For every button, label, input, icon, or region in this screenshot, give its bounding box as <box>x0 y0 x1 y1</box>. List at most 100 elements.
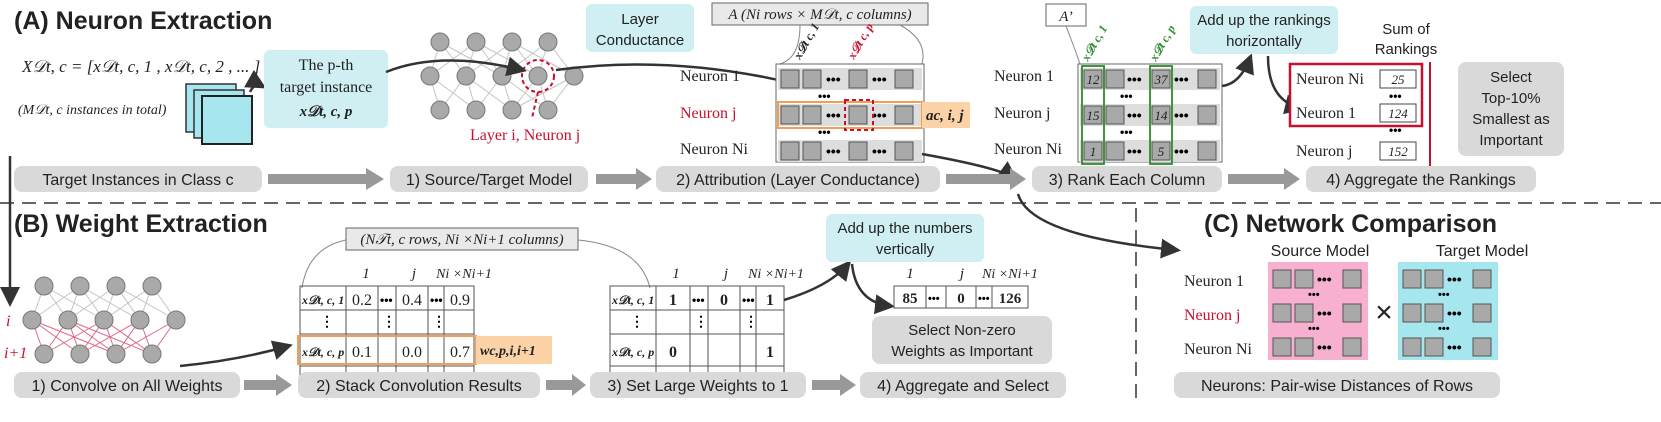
rank-matrix: •••••• •••••• •••••• •••••• <box>1077 63 1223 165</box>
arrow-add-to-sum-b <box>850 263 895 315</box>
svg-text:•••: ••• <box>1389 123 1402 137</box>
layer-i-label: i <box>6 313 10 330</box>
rank-rncp: 5 <box>1158 144 1165 159</box>
section-a-title: (A) Neuron Extraction <box>14 7 272 35</box>
svg-text:•••: ••• <box>380 293 393 307</box>
neuron-pointer <box>531 91 539 119</box>
m2-r1-cn: 1 <box>766 292 774 309</box>
rank-r1cp: 37 <box>1154 72 1169 87</box>
neural-network-icon-a <box>420 32 584 120</box>
m2-row-1-label: x𝒟t, c, 1 <box>611 293 654 307</box>
m1-col-n: Ni ×Ni+1 <box>435 267 492 282</box>
layer-conductance-line2: Conductance <box>596 32 684 49</box>
svg-text:•••: ••• <box>1174 107 1189 123</box>
sum-b-0: 85 <box>903 291 918 307</box>
svg-text:•••: ••• <box>1317 271 1332 287</box>
matrix-neuron-j: Neuron j <box>680 105 736 122</box>
add-numbers-line1: Add up the numbers <box>837 220 972 237</box>
svg-text:⋮: ⋮ <box>320 313 334 329</box>
c-neuron-1: Neuron 1 <box>1184 273 1244 290</box>
sum-row-b <box>893 285 1029 309</box>
col-label-p: x𝒟t c, p <box>844 21 876 63</box>
select-top-line1: Select <box>1490 69 1533 86</box>
add-rankings-line1: Add up the rankings <box>1197 12 1330 29</box>
m1-rp-cj: 0.0 <box>402 344 422 361</box>
m2-rp-c1: 0 <box>669 344 677 361</box>
matrix-b-caption: (N𝒯t, c rows, Ni ×Ni+1 columns) <box>360 232 563 248</box>
svg-text:•••: ••• <box>742 293 755 307</box>
sum-col-1: 1 <box>906 266 914 282</box>
step-a-2: 2) Attribution (Layer Conductance) <box>676 172 920 189</box>
rank-neuron-1: Neuron 1 <box>994 68 1054 85</box>
comparison-footer: Neurons: Pair-wise Distances of Rows <box>1201 378 1473 395</box>
svg-text:⋮: ⋮ <box>694 313 708 329</box>
m2-rp-cn: 1 <box>766 344 774 361</box>
layer-conductance-line1: Layer <box>621 11 659 28</box>
svg-text:⋮: ⋮ <box>432 313 446 329</box>
target-model-label: Target Model <box>1436 243 1529 260</box>
select-top-line2: Top-10% <box>1481 90 1540 107</box>
sum-row1-value: 25 <box>1392 72 1406 87</box>
svg-text:•••: ••• <box>1317 305 1332 321</box>
sum-b-1: 0 <box>957 291 965 307</box>
col-label-1: x𝒟t c, 1 <box>790 21 822 63</box>
svg-text:•••: ••• <box>1308 289 1320 301</box>
m1-r1-cj: 0.4 <box>402 292 422 309</box>
rank-rnc1: 1 <box>1090 144 1097 159</box>
times-symbol: × <box>1375 296 1393 329</box>
svg-text:•••: ••• <box>826 143 841 159</box>
select-top-line3: Smallest as <box>1472 111 1550 128</box>
w-label-highlight <box>476 336 552 364</box>
source-model-label: Source Model <box>1271 243 1370 260</box>
svg-text:•••: ••• <box>1127 143 1142 159</box>
svg-text:•••: ••• <box>1447 305 1462 321</box>
sum-row3-value: 152 <box>1388 144 1408 159</box>
rank-col-1: x𝒟t c, 1 <box>1078 23 1110 65</box>
svg-text:•••: ••• <box>1120 89 1133 103</box>
svg-text:•••: ••• <box>928 293 940 305</box>
sum-row2-value: 124 <box>1388 106 1408 121</box>
m2-r1-cj: 0 <box>720 292 728 309</box>
sum-rankings-line2: Rankings <box>1375 41 1438 58</box>
a-cij-highlight <box>922 102 970 128</box>
sum-row3-label: Neuron j <box>1296 143 1352 160</box>
rank-rjcp: 14 <box>1155 108 1169 123</box>
neural-network-icon-b <box>22 276 186 364</box>
select-nonzero-line1: Select Non-zero <box>908 322 1016 339</box>
matrix-neuron-1: Neuron 1 <box>680 68 740 85</box>
steps-row-b: 1) Convolve on All Weights 2) Stack Conv… <box>14 372 1066 398</box>
m1-r1-cn: 0.9 <box>450 292 470 309</box>
sum-col-j: j <box>958 266 964 282</box>
m1-row-p-label: x𝒟t, c, p <box>301 345 344 359</box>
svg-text:•••: ••• <box>1308 323 1320 335</box>
svg-text:•••: ••• <box>1174 71 1189 87</box>
matrix-a-caption-box <box>711 2 929 26</box>
svg-text:•••: ••• <box>826 107 841 123</box>
m2-col-j: j <box>722 266 728 282</box>
matrix-a: •••••• •••••• •••••• •••••• <box>775 63 925 163</box>
m1-row-1-label: x𝒟t, c, 1 <box>301 293 344 307</box>
sum-b-2: 126 <box>999 291 1022 307</box>
svg-text:•••: ••• <box>1438 289 1450 301</box>
step-b-3: 4) Aggregate and Select <box>877 378 1049 395</box>
instances-note: (M𝒟t, c instances in total) <box>18 103 167 118</box>
select-nonzero-box <box>872 316 1052 364</box>
svg-text:•••: ••• <box>978 293 990 305</box>
rank-neuron-j: Neuron j <box>994 105 1050 122</box>
steps-row-a: Target Instances in Class c 1) Source/Ta… <box>14 166 1536 192</box>
svg-text:•••: ••• <box>1317 339 1332 355</box>
target-instance-box <box>264 50 388 128</box>
svg-text:•••: ••• <box>1447 339 1462 355</box>
step-a-1: 1) Source/Target Model <box>406 172 572 189</box>
svg-text:•••: ••• <box>818 89 831 103</box>
target-box-line1: The p-th <box>299 57 354 74</box>
arrow-stack-to-target <box>244 69 267 93</box>
step-a-4: 4) Aggregate the Rankings <box>1326 172 1515 189</box>
arrow-m2-to-add <box>783 260 852 302</box>
step-a-3: 3) Rank Each Column <box>1049 172 1206 189</box>
svg-text:•••: ••• <box>1127 71 1142 87</box>
m1-rp-cn: 0.7 <box>450 344 470 361</box>
a-prime-label: A’ <box>1058 9 1073 25</box>
c-neuron-ni: Neuron Ni <box>1184 341 1253 358</box>
